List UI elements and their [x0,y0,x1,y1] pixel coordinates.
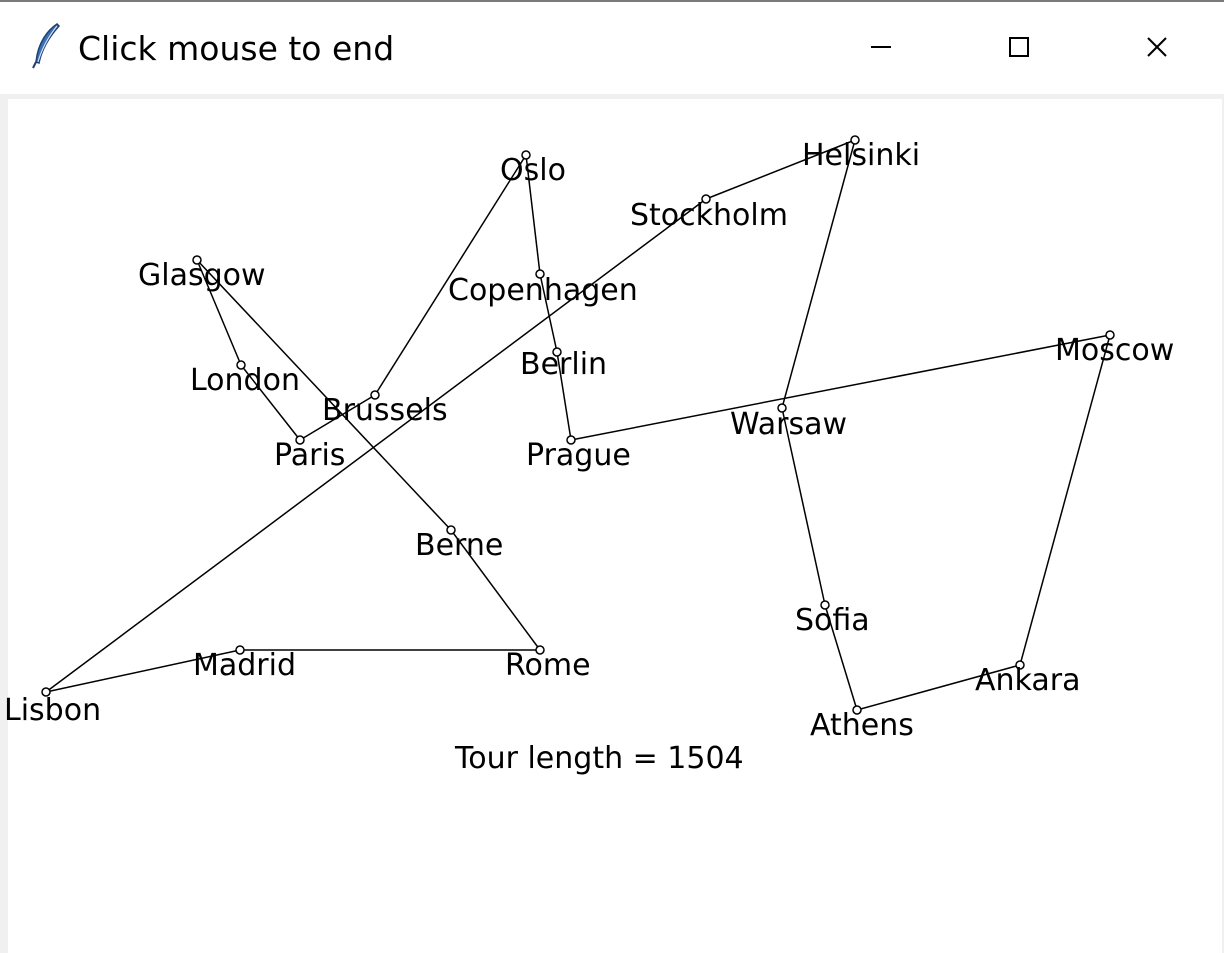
tour-edge-oslo-copenhagen [525,154,541,275]
feather-icon [32,23,61,69]
city-label-sofia: Sofia [795,603,870,638]
city-marker-athens [852,705,862,715]
city-label-lisbon: Lisbon [4,693,101,728]
city-marker-glasgow [192,255,202,265]
city-label-prague: Prague [526,438,631,473]
tour-length-text: Tour length = 1504 [454,741,744,776]
tour-edge-glasgow-london [196,259,242,366]
city-label-oslo: Oslo [500,153,566,188]
city-marker-stockholm [701,194,711,204]
tour-edge-prague-moscow [570,334,1111,441]
tour-edge-moscow-ankara [1019,334,1111,666]
city-marker-oslo [521,150,531,160]
city-marker-ankara [1015,660,1025,670]
title-bar[interactable]: Click mouse to end [0,2,1224,94]
city-marker-brussels [370,390,380,400]
minimize-icon [871,46,891,48]
city-label-london: London [190,363,300,398]
city-label-paris: Paris [274,438,345,473]
city-label-copenhagen: Copenhagen [448,273,638,308]
tour-edge-rome-berne [450,529,541,651]
close-icon [1147,37,1167,57]
city-label-warsaw: Warsaw [730,407,847,442]
tour-edges [45,139,1111,711]
city-marker-london [236,360,246,370]
tour-edge-berlin-prague [556,351,572,441]
city-marker-lisbon [41,687,51,697]
city-label-stockholm: Stockholm [630,198,788,233]
city-label-athens: Athens [810,708,914,743]
city-label-glasgow: Glasgow [138,258,266,293]
tour-edge-brussels-oslo [374,154,527,396]
window-title: Click mouse to end [78,29,395,68]
tour-edge-stockholm-lisbon [45,198,707,693]
city-marker-rome [535,645,545,655]
maximize-button[interactable] [950,2,1088,92]
close-button[interactable] [1088,2,1224,92]
tour-edge-paris-brussels [299,394,376,441]
city-label-madrid: Madrid [193,648,296,683]
city-marker-prague [566,435,576,445]
tour-edge-copenhagen-berlin [539,273,558,353]
tour-edge-sofia-warsaw [781,407,826,606]
city-marker-helsinki [850,135,860,145]
tour-edge-berne-glasgow [196,259,452,531]
city-marker-paris [295,435,305,445]
minimize-button[interactable] [812,2,950,92]
city-marker-warsaw [777,403,787,413]
city-marker-berlin [552,347,562,357]
city-label-brussels: Brussels [322,393,448,428]
tour-edge-athens-sofia [824,604,858,711]
tour-edge-ankara-athens [856,664,1021,711]
city-marker-madrid [235,645,245,655]
city-marker-copenhagen [535,269,545,279]
city-label-helsinki: Helsinki [802,138,920,173]
city-label-berne: Berne [415,528,503,563]
city-marker-sofia [820,600,830,610]
tour-edge-warsaw-helsinki [781,139,856,409]
city-marker-moscow [1105,330,1115,340]
city-label-moscow: Moscow [1055,333,1174,368]
city-label-berlin: Berlin [520,347,607,382]
city-nodes [41,135,1115,715]
city-label-ankara: Ankara [975,663,1080,698]
tour-edge-lisbon-madrid [45,649,241,693]
maximize-icon [1009,37,1029,57]
drawing-canvas[interactable] [8,99,1222,953]
tour-edge-london-paris [240,364,301,441]
tour-edge-helsinki-stockholm [705,139,856,200]
city-label-rome: Rome [505,648,591,683]
city-marker-berne [446,525,456,535]
